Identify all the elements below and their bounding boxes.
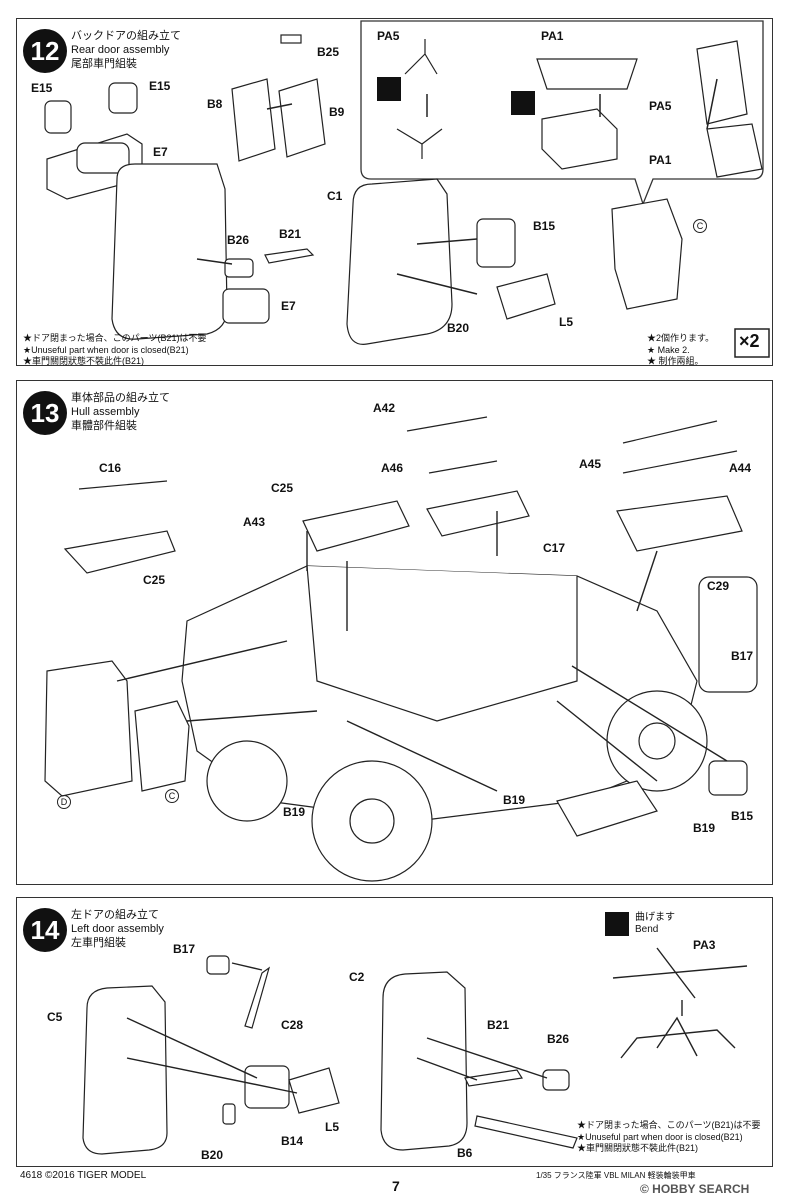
label-b9: B9 <box>329 105 345 119</box>
label-b8: B8 <box>207 97 223 111</box>
label-b25: B25 <box>317 45 340 59</box>
label-c29: C29 <box>707 579 730 593</box>
label-a46: A46 <box>381 461 404 475</box>
title-en: Left door assembly <box>71 923 164 935</box>
page-number: 7 <box>392 1178 400 1194</box>
label-a42: A42 <box>373 401 396 415</box>
label-b14: B14 <box>281 1134 304 1148</box>
label-b6: B6 <box>457 1146 473 1160</box>
step-12-diagram <box>44 34 770 358</box>
title-cn: 尾部車門組裝 <box>71 58 137 70</box>
inset-bubble <box>360 20 764 206</box>
step-13-diagram <box>44 416 758 882</box>
footer-product: 1/35 フランス陸軍 VBL MILAN 軽装輪装甲車 <box>536 1171 696 1180</box>
step-12-panel: 12 バックドアの組み立て Rear door assembly 尾部車門組裝 <box>16 18 773 366</box>
inset-label-pa1-a: PA1 <box>541 29 564 43</box>
label-e15-b: E15 <box>149 79 171 93</box>
label-a44: A44 <box>729 461 752 475</box>
label-c28: C28 <box>281 1018 304 1032</box>
step12-note: ★ドア閉まった場合、このパーツ(B21)は不要 ★Unuseful part w… <box>23 333 207 366</box>
step-number: 13 <box>23 391 67 435</box>
marker-c: C <box>693 219 707 233</box>
label-c1: C1 <box>327 189 343 203</box>
label-c5: C5 <box>47 1010 63 1024</box>
label-c2: C2 <box>349 970 365 984</box>
step-14-panel: 14 左ドアの組み立て Left door assembly 左車門組裝 <box>16 897 773 1167</box>
title-jp: 左ドアの組み立て <box>71 909 159 921</box>
step-number: 12 <box>23 29 67 73</box>
step-14-diagram <box>82 907 768 1155</box>
step-title: バックドアの組み立て Rear door assembly 尾部車門組裝 <box>71 29 181 71</box>
label-c25-b: C25 <box>271 481 294 495</box>
label-b19-a: B19 <box>283 805 306 819</box>
label-b20: B20 <box>201 1148 224 1162</box>
label-b26: B26 <box>547 1032 570 1046</box>
bend-title: 曲げます Bend <box>635 912 675 935</box>
label-b19-b: B19 <box>503 793 526 807</box>
step14-note: ★ドア閉まった場合、このパーツ(B21)は不要 ★Unuseful part w… <box>577 1120 761 1153</box>
label-b21: B21 <box>487 1018 510 1032</box>
label-b20: B20 <box>447 321 470 335</box>
inset-label-pa1-b: PA1 <box>649 153 672 167</box>
step-13-panel: 13 車体部品の組み立て Hull assembly 車體部件組裝 <box>16 380 773 885</box>
label-c17: C17 <box>543 541 566 555</box>
make-two-note: ★2個作ります。 ★ Make 2. ★ 制作兩組。 <box>647 333 715 366</box>
footer-copyright: 4618 ©2016 TIGER MODEL <box>20 1170 147 1181</box>
title-jp: バックドアの組み立て <box>71 30 181 42</box>
label-b21: B21 <box>279 227 302 241</box>
label-b17: B17 <box>173 942 196 956</box>
step-title: 左ドアの組み立て Left door assembly 左車門組裝 <box>71 908 164 950</box>
title-cn: 車體部件組裝 <box>71 420 137 432</box>
label-b15: B15 <box>533 219 556 233</box>
title-en: Hull assembly <box>71 406 140 418</box>
label-e7-b: E7 <box>281 299 296 313</box>
label-a43: A43 <box>243 515 266 529</box>
label-b15: B15 <box>731 809 754 823</box>
title-jp: 車体部品の組み立て <box>71 392 170 404</box>
label-l5: L5 <box>559 315 574 329</box>
label-pa3: PA3 <box>693 938 716 952</box>
watermark: © HOBBY SEARCH <box>640 1182 750 1196</box>
label-a45: A45 <box>579 457 602 471</box>
label-b19-c: B19 <box>693 821 716 835</box>
marker-c: C <box>165 789 179 803</box>
step-title: 車体部品の組み立て Hull assembly 車體部件組裝 <box>71 391 170 433</box>
label-b26: B26 <box>227 233 250 247</box>
inset-label-pa5-a: PA5 <box>377 29 400 43</box>
label-l5: L5 <box>325 1120 340 1134</box>
label-c16: C16 <box>99 461 122 475</box>
step-number: 14 <box>23 908 67 952</box>
title-cn: 左車門組裝 <box>71 937 126 949</box>
label-b17: B17 <box>731 649 754 663</box>
label-e7-a: E7 <box>153 145 168 159</box>
x2-label: ×2 <box>739 331 760 351</box>
marker-d: D <box>57 795 71 809</box>
inset-label-pa5-b: PA5 <box>649 99 672 113</box>
label-c25-a: C25 <box>143 573 166 587</box>
label-e15-a: E15 <box>31 81 53 95</box>
title-en: Rear door assembly <box>71 44 170 56</box>
